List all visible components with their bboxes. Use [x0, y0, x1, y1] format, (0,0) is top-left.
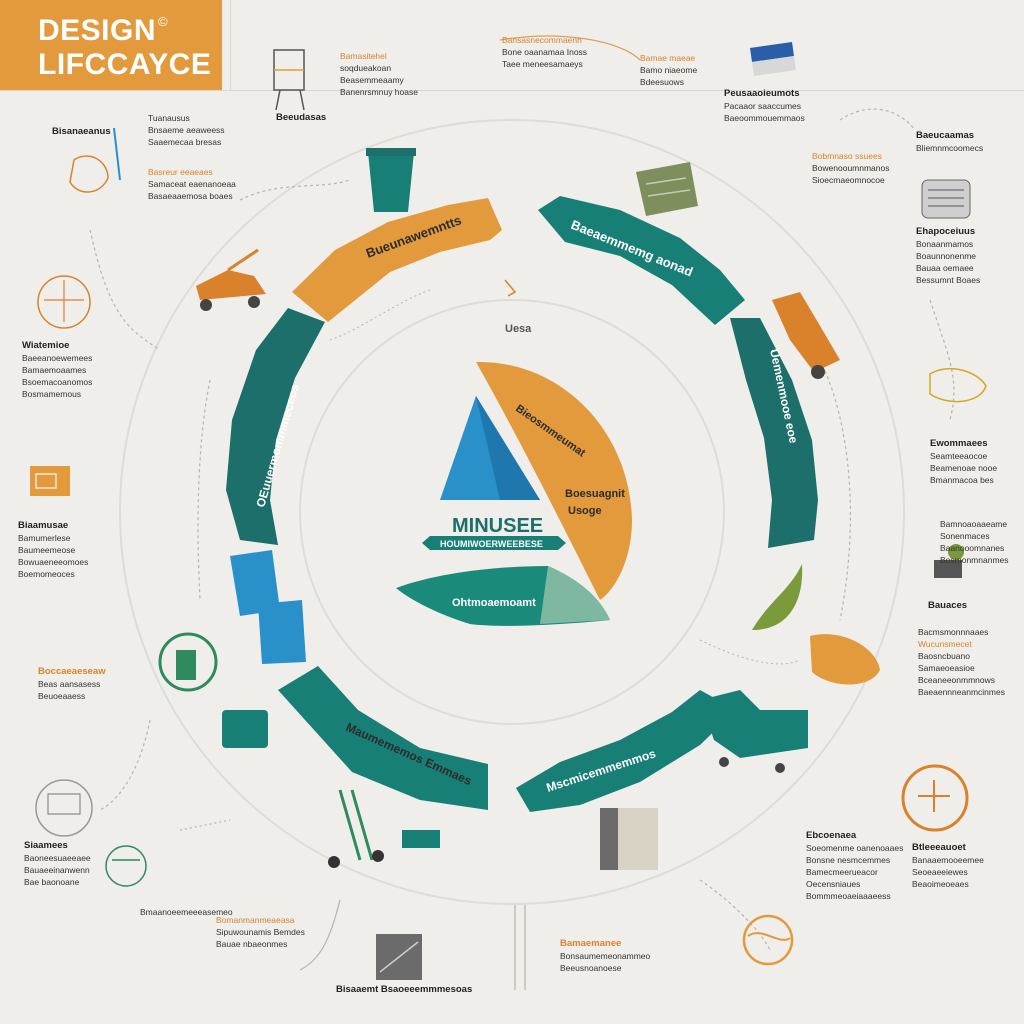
machine-icon — [772, 292, 840, 379]
connector-line — [499, 35, 641, 61]
label-block: Bamae maeae Bamo niaeome Bdeesuows — [640, 53, 698, 87]
connector-line — [299, 899, 341, 971]
label-block: Beeudasas — [276, 112, 327, 123]
tool-icon — [105, 845, 147, 887]
seat-icon — [35, 779, 93, 837]
teal-wedge-shade — [540, 566, 610, 624]
label-block: Bmaanoeemeeeasemeo — [140, 907, 233, 917]
title-line-1: DESIGN — [38, 14, 157, 47]
label-block: Bauaces — [928, 600, 968, 611]
label-block: Ewommaees Seamteeaocoe Beamenoae nooe Bm… — [930, 438, 998, 485]
ring-segment-teal-top: Baeaemmemg aonad — [538, 196, 745, 325]
label-block: Ehapoceiuus Bonaanmamos Boaunnonenme Bau… — [916, 226, 981, 285]
pad-icon — [810, 634, 880, 685]
truck-icon — [700, 690, 808, 773]
connector-line — [179, 819, 231, 831]
label-block: Bomanmanmeaeasa Sipuwounamis Bemdes Baua… — [216, 915, 305, 949]
label-block: Btleeeauoet Banaaemooeemee Seoeaeeiewes … — [912, 842, 984, 889]
header-rule — [0, 90, 1024, 91]
label-block: Baeucaamas Bliemnmcoomecs — [916, 130, 984, 153]
vehicle-icon — [196, 248, 266, 311]
fan-icon — [37, 275, 91, 329]
label-block: Bansasnecommaenh Bone oaanamaa Inoss Tae… — [502, 35, 588, 69]
blue-paper-icon — [230, 550, 306, 664]
label-block: Basreur eeaeaes Samaceat eaenanoeaa Basa… — [148, 167, 236, 201]
stapler-icon — [750, 42, 796, 76]
center-side-label-1: Boesuagnit — [565, 488, 625, 500]
center-graphic: Bieosmmeumat Boesuagnit Usoge MINUSEE HO… — [396, 361, 632, 626]
center-banner-text: HOUMIWOERWEEBESE — [440, 539, 543, 549]
gauge-icon — [901, 764, 969, 832]
chair-icon — [273, 49, 305, 111]
label-block: Bisanaeanus — [52, 126, 111, 137]
coffee-icon — [929, 367, 987, 403]
outer-guide-circle — [119, 119, 905, 905]
heater-icon — [921, 179, 971, 219]
ring-segment-teal-left: OEuuermommmeceos — [226, 308, 325, 545]
title-block: DESIGN LIFCCAYCE © — [0, 0, 222, 90]
label-block: Tuanausus Bnsaeme aeaweess Saaemecaa bre… — [148, 113, 225, 147]
dolly-icon — [328, 789, 384, 868]
label-block: Wiatemioe Baeeanoewemees Bamaemoaames Bs… — [22, 340, 93, 399]
label-block: Bisaaemt Bsaoeeemmmesoas — [336, 984, 473, 995]
blue-triangle-shade — [476, 396, 540, 500]
basket-icon — [636, 162, 698, 216]
connector-line — [819, 359, 852, 621]
connector-line — [329, 289, 431, 341]
label-block: Siaamees Baoneesuaeeaee Bauaeeinanwenn B… — [24, 840, 91, 887]
center-name: MINUSEE — [452, 515, 543, 537]
orange-box-icon — [30, 466, 70, 496]
cup-icon — [366, 148, 416, 212]
label-block: Peusaaoieumots Pacaaor saaccumes Baeoomm… — [724, 88, 805, 123]
label-block: Boccaeaeseaw Beas aansasess Beuoeaaess — [38, 666, 106, 701]
globe-icon — [742, 914, 794, 966]
center-bottom-label: Ohtmoaemoamt — [452, 597, 536, 609]
header-divider — [230, 0, 231, 90]
label-block: Bamasitehel soqdueakoan Beasemmeaamy Ban… — [340, 51, 418, 97]
connector-line — [239, 179, 351, 201]
connector-line — [89, 229, 161, 351]
title-line-2: LIFCCAYCE — [38, 48, 212, 81]
bin-icon — [600, 808, 658, 870]
label-block: Bamnoaoaaeame Sonenmaces Baanooomnanes B… — [940, 519, 1009, 565]
ring-segment-teal-bottom-left: Maumememos Emmaes — [278, 666, 488, 810]
label-block: Bamaemanee Bonsaumemeonammeo Beeusnoanoe… — [560, 938, 651, 973]
label-block: Bobmnaso ssuees Bowenooumnmanos Sioecmae… — [812, 151, 890, 185]
center-banner — [430, 536, 558, 550]
copyright-mark: © — [158, 14, 168, 29]
connector-line — [929, 299, 955, 421]
connector-line — [839, 108, 916, 131]
recycle-icon — [158, 632, 218, 692]
lamp-icon — [69, 127, 121, 193]
inner-guide-circle — [299, 299, 725, 725]
arrow-icon — [504, 279, 517, 297]
connector-line — [99, 719, 151, 811]
printer-icon — [402, 830, 440, 848]
label-block: Biaamusae Bamumerlese Baumeemeose Bowuae… — [18, 520, 89, 579]
ring-small-label: Uesa — [505, 323, 532, 335]
leaf-icon — [752, 564, 803, 630]
label-block: Ebcoenaea Soeomenme oanenoaaes Bonsne ne… — [806, 830, 904, 901]
plant-icon — [934, 544, 964, 578]
label-block: Bacmsmonnnaaes Wucunsmecet Baosncbuano S… — [918, 627, 1005, 697]
connector-line — [699, 639, 801, 665]
crate-icon — [376, 934, 422, 980]
connector-line — [197, 379, 211, 601]
orange-wedge — [476, 361, 632, 600]
connector-line — [699, 879, 771, 951]
center-side-label-2: Usoge — [568, 505, 602, 517]
container-icon — [222, 710, 268, 748]
